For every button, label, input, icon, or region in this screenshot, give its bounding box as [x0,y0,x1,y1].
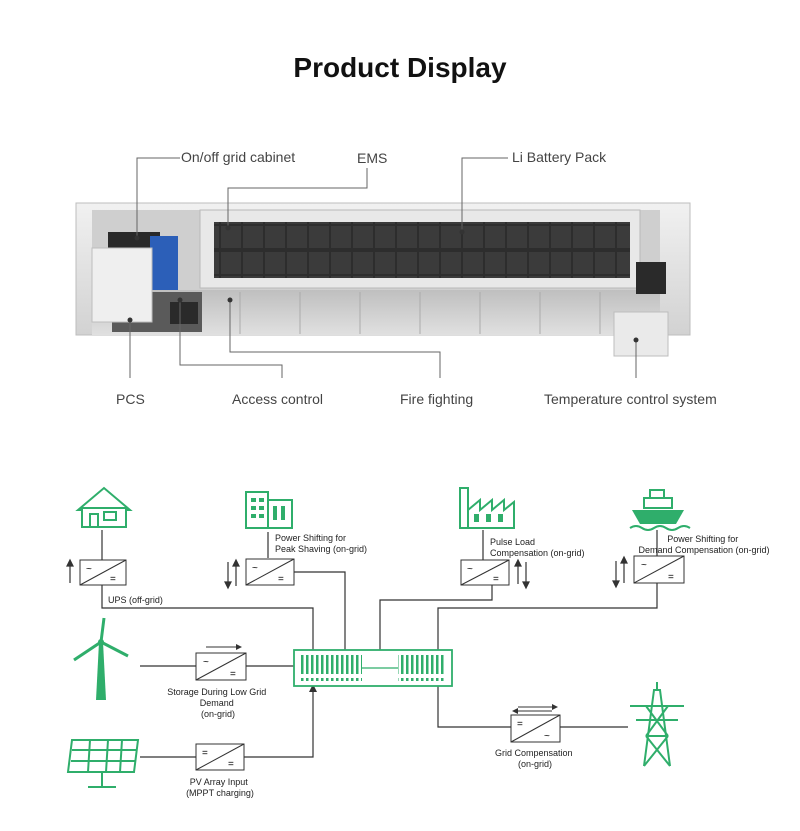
pv-arrow [309,684,317,692]
callout-access: Access control [232,391,323,407]
svg-text:=: = [278,574,284,585]
converter-grid: =~ [510,704,561,743]
page-title: Product Display [293,52,507,83]
label-wind: Storage During Low Grid Demand (on-grid) [167,687,269,719]
converter-peak: ~= [245,558,295,586]
converter-wind: ~= [195,644,247,681]
converter-pv: == [195,743,245,771]
callout-temperature: Temperature control system [544,391,717,407]
office-building-icon [245,491,293,529]
solar-panel-icon [66,739,140,788]
svg-text:~: ~ [252,563,258,574]
callout-ems: EMS [357,150,387,166]
container-illustration [75,202,691,357]
temperature-control-unit [613,311,669,357]
callout-lines [129,157,637,378]
svg-text:=: = [228,759,234,770]
label-peak: Power Shifting for Peak Shaving (on-grid… [275,533,367,554]
container-floor [92,290,660,335]
converter-ups: ~= [79,559,127,586]
callout-dots [127,225,639,343]
svg-text:~: ~ [203,657,209,668]
cabinet-blue-panel [150,236,178,290]
label-grid: Grid Compensation (on-grid) [495,748,575,769]
svg-text:~: ~ [641,560,647,571]
transmission-tower-icon [630,682,684,767]
svg-text:=: = [202,748,208,759]
callout-fire: Fire fighting [400,391,473,407]
callout-battery: Li Battery Pack [512,149,607,165]
svg-text:=: = [517,719,523,730]
svg-text:~: ~ [544,731,550,742]
svg-text:~: ~ [86,564,92,575]
svg-text:=: = [493,574,499,585]
converter-demand: ~= [633,555,685,584]
ship-icon [629,489,691,531]
label-ups: UPS (off-grid) [108,595,163,605]
wind-turbine-icon [73,617,129,700]
access-panel [170,302,198,324]
label-pv: PV Array Input (MPPT charging) [186,777,254,798]
converter-pulse: ~= [460,559,510,586]
svg-text:=: = [230,669,236,680]
factory-icon [459,487,515,529]
connection-lines [101,530,658,758]
svg-text:~: ~ [467,564,473,575]
direction-arrows [66,555,628,590]
label-demand: Power Shifting for Demand Compensation (… [638,534,769,555]
house-icon [75,486,133,528]
svg-text:=: = [668,572,674,583]
floor-grating [239,292,601,334]
central-storage-unit [293,649,453,687]
label-pulse: Pulse Load Compensation (on-grid) [490,537,585,558]
svg-text:=: = [110,574,116,585]
ac-unit-top [636,262,666,294]
callout-cabinet: On/off grid cabinet [181,149,295,165]
li-battery-pack [214,222,630,278]
callout-pcs: PCS [116,391,145,407]
container-door-box [91,247,153,323]
